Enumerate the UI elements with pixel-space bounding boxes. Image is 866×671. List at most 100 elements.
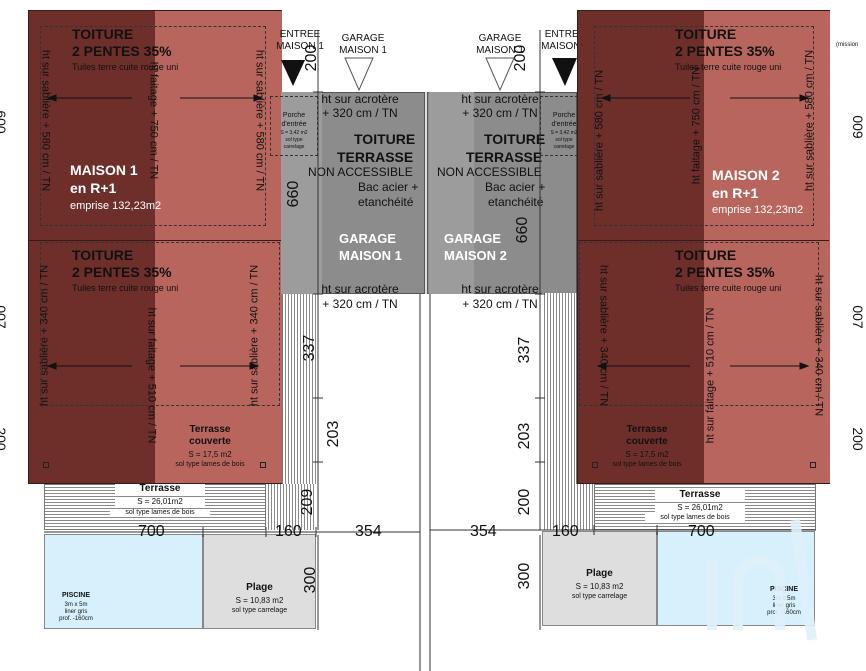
maison1-side-walkway-bottom (266, 484, 316, 530)
maison2-porche-title1: Porche (552, 112, 576, 119)
maison2-roof-divider (578, 240, 829, 241)
garage1-bac: Bac acier + (358, 180, 419, 194)
edge-dim-left-3: 200 (0, 427, 9, 451)
maison1-porche-title1: Porche (282, 112, 306, 119)
maison2-roof-outline-bottom (579, 242, 819, 406)
maison1-porche-title2: d'entrée (281, 121, 307, 128)
maison1-roof-dark-half (29, 11, 155, 483)
garage2-label-l1: GARAGE (444, 231, 502, 246)
watermark-logo (707, 519, 817, 641)
maison1-roof-bottom-subtitle: Tuiles terre cuite rouge uni (72, 283, 179, 293)
maison1-post-left (43, 462, 49, 468)
garage1-ht-value-top: + 320 cm / TN (322, 106, 398, 120)
maison2-terrasse-couverte-s: S = 17,5 m2 (625, 450, 669, 459)
garage2-top-label-l2: MAISON 1 (476, 45, 524, 56)
maison1-roof-top-title2: 2 PENTES 35% (72, 43, 172, 59)
edge-dim-right-1: 009 (850, 115, 866, 139)
right-dimension-lines (430, 30, 816, 630)
dim-200-right-top: 200 (512, 44, 529, 72)
maison1-porche-s: S = 3,42 m2 (280, 130, 308, 136)
maison2-porche-s: S = 3,42 m2 (550, 130, 578, 136)
maison2-slope-arrows (596, 94, 810, 370)
maison1-post-right (260, 462, 266, 468)
garage2-entry-arrow-icon (485, 57, 515, 92)
maison2-terrasse-s: S = 26,01m2 (655, 503, 745, 513)
maison1-level: en R+1 (70, 180, 117, 196)
maison1-piscine (44, 534, 203, 629)
maison1-piscine-l2: liner gris (64, 609, 88, 615)
garage2-toiture: TOITURE (484, 131, 546, 147)
maison1-porche-sol2: carrelage (283, 144, 305, 150)
edge-dim-left-1: 600 (0, 110, 9, 134)
maison2-name: MAISON 2 (712, 167, 780, 183)
maison2-roof-dark-half (578, 11, 704, 483)
dim-354-left: 354 (355, 523, 382, 540)
garage2-non-accessible: NON ACCESSIBLE (437, 165, 542, 179)
garage2-etancheite: etanchéité (488, 195, 544, 209)
maison2-roof-top-title2: 2 PENTES 35% (675, 43, 775, 59)
garage1-entry-arrow-icon (344, 57, 374, 92)
maison2-terrasse-couverte-sol: sol type lames de bois (612, 461, 682, 468)
garage2-ht-value-bottom: + 320 cm / TN (462, 297, 538, 311)
dim-660-left: 660 (285, 180, 302, 208)
maison2-side-walkway (542, 293, 577, 521)
maison1-roof-bottom-title1: TOITURE (72, 247, 134, 263)
garage2-bac: Bac acier + (485, 180, 546, 194)
dim-660-right: 660 (514, 216, 531, 244)
maison1-roof (28, 10, 282, 484)
maison2-entry-arrow-icon (552, 58, 577, 86)
dim-203-right: 203 (516, 422, 533, 450)
maison1-roof-outline-bottom (40, 242, 280, 406)
garage2-ht-acrotere-top: ht sur acrotère (461, 92, 539, 106)
maison1-piscine-l3: prof. -160cm (59, 616, 93, 622)
maison1-plage-title: Plage (246, 582, 273, 593)
maison1-porche-sol1: sol type (285, 137, 303, 143)
dim-160-right: 160 (552, 523, 579, 540)
garage2-ht-acrotere-bottom: ht sur acrotère (461, 282, 539, 296)
maison1-terrasse-couverte-title1: Terrasse (189, 424, 231, 435)
maison2-porche-title2: d'entrée (551, 121, 577, 128)
garage2-ht-value-top: + 320 cm / TN (462, 106, 538, 120)
garage1-label-l2: MAISON 1 (339, 248, 402, 263)
maison1-plage (203, 534, 316, 629)
maison2-terrasse-sol: sol type lames de bois (645, 514, 745, 522)
maison1-terrasse-s: S = 26,01m2 (115, 497, 205, 507)
maison1-roof-divider (29, 240, 281, 241)
edge-dim-right-3: 200 (850, 427, 866, 451)
maison1-roof-light-half (155, 11, 282, 483)
maison2-terrasse-couverte-title1: Terrasse (626, 424, 668, 435)
maison2-roof-bottom-subtitle: Tuiles terre cuite rouge uni (675, 283, 782, 293)
garage1-label-l1: GARAGE (339, 231, 397, 246)
dim-354-right: 354 (470, 523, 497, 540)
edge-misc-right: (mission (836, 42, 859, 48)
dim-200-left: 200 (303, 44, 320, 72)
maison2-post-left (592, 462, 598, 468)
garage1-toiture: TOITURE (354, 131, 416, 147)
maison2-entree-l1: ENTREE (544, 29, 586, 40)
dim-209: 209 (299, 488, 316, 516)
dim-337-right: 337 (516, 336, 533, 364)
maison2-level: en R+1 (712, 185, 759, 201)
maison1-plage-s: S = 10,83 m2 (235, 596, 284, 605)
maison1-roof-outline-top (40, 26, 266, 226)
maison2-roof-outline-top (594, 26, 814, 226)
dim-700-right: 700 (688, 523, 715, 540)
maison1-piscine-l1: 3m x 5m (64, 602, 88, 608)
garage1-etancheite: etanchéité (358, 195, 414, 209)
maison2-roof-light-half (704, 11, 830, 483)
dim-203-left: 203 (325, 420, 342, 448)
dim-160-left: 160 (275, 523, 302, 540)
maison1-roof-top-title1: TOITURE (72, 26, 134, 42)
garage1-ht-acrotere-top: ht sur acrotère (321, 92, 399, 106)
garage1-top-label-l2: MAISON 1 (339, 45, 387, 56)
maison1-terrasse-sol: sol type lames de bois (110, 509, 210, 517)
garages-separator (425, 92, 427, 294)
maison2-plage-s: S = 10,83 m2 (575, 582, 624, 591)
maison1-piscine-title: PISCINE (61, 592, 90, 599)
maison2-post-right (810, 462, 816, 468)
garage2-light-strip (429, 92, 474, 294)
garage1-ht-acrotere-bottom: ht sur acrotère (321, 282, 399, 296)
maison1-roof-top-subtitle: Tuiles terre cuite rouge uni (72, 62, 179, 72)
dim-300-right: 300 (516, 562, 533, 590)
